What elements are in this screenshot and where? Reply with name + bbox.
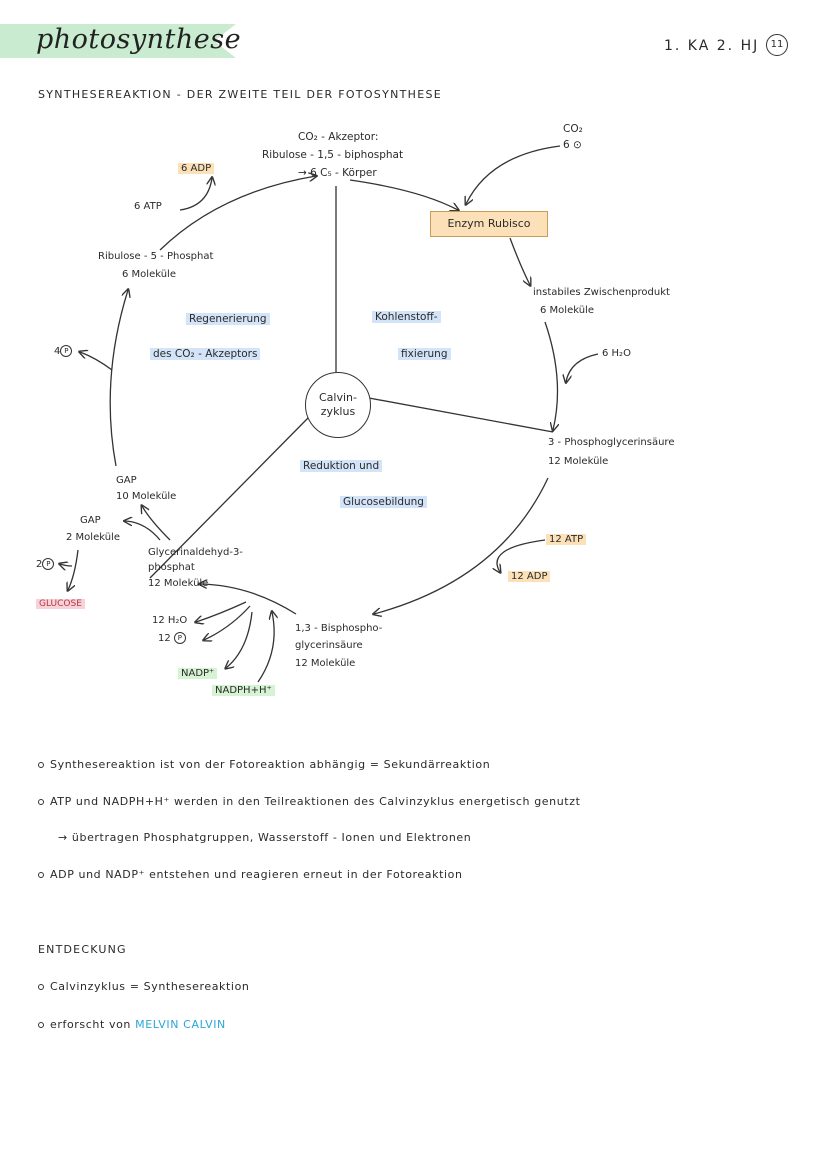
arrow-nadph	[257, 612, 274, 683]
arrow-4p	[80, 352, 113, 371]
page-title: photosynthese	[36, 24, 242, 55]
ribulose5-label: Ribulose - 5 - Phosphat	[98, 251, 214, 262]
nadp-label: NADP⁺	[178, 668, 218, 679]
melvin-calvin-name: MELVIN CALVIN	[135, 1018, 226, 1031]
h2o-output-label: 12 H₂O	[152, 615, 188, 626]
note-item: ATP und NADPH+H⁺ werden in den Teilreakt…	[38, 795, 581, 808]
gap10-count: 10 Moleküle	[116, 491, 177, 502]
p2-count: 2	[36, 559, 43, 570]
calvin-cycle-center: Calvin-zyklus	[305, 372, 371, 438]
sector-regeneration-1: Regenerierung	[186, 313, 270, 325]
arrow-3pg-bisphospho	[374, 477, 549, 614]
note-item: Synthesereaktion ist von der Fotoreaktio…	[38, 758, 490, 771]
nadph-label: NADPH+H⁺	[212, 685, 275, 696]
arrow-6atp-6adp	[179, 178, 212, 211]
gap2-count: 2 Moleküle	[66, 532, 120, 543]
co2-acceptor-label: CO₂ - Akzeptor:	[298, 131, 379, 143]
arrow-gap10-ribulose5	[109, 290, 128, 467]
arrow-p-out	[204, 605, 251, 640]
enzyme-rubisco-box: Enzym Rubisco	[430, 211, 548, 237]
unstable-intermediate-count: 6 Moleküle	[540, 305, 594, 316]
bisphosphoglycerate-label-2: glycerinsäure	[295, 640, 363, 651]
gap-full-label-1: Glycerinaldehyd-3-	[148, 547, 243, 558]
arrow-h2o-out	[196, 601, 247, 622]
arrow-acceptor-enzyme	[349, 179, 458, 210]
phosphate-icon: P	[42, 558, 55, 570]
ribulose5-count: 6 Moleküle	[122, 269, 176, 280]
phosphoglycerate-count: 12 Moleküle	[548, 456, 609, 467]
page-number: 11	[766, 34, 788, 56]
title-banner	[0, 24, 236, 58]
bisphosphoglycerate-label-1: 1,3 - Bisphospho-	[295, 623, 383, 634]
bisphosphoglycerate-count: 12 Moleküle	[295, 658, 356, 669]
arrow-co2-enzyme	[466, 145, 561, 204]
phosphate-icon: P	[60, 345, 73, 357]
divider-left	[149, 417, 309, 579]
gap10-label: GAP	[116, 475, 137, 486]
exam-label: 1. KA 2. HJ	[664, 38, 760, 54]
sector-reduction-2: Glucosebildung	[340, 496, 427, 508]
note-item: ADP und NADP⁺ entstehen und reagieren er…	[38, 868, 463, 881]
calvin-cycle-diagram	[0, 145, 599, 683]
atp-12-label: 12 ATP	[546, 534, 587, 545]
c5-body-label: → 6 C₅ - Körper	[298, 167, 377, 179]
phosphoglycerate-label: 3 - Phosphoglycerinsäure	[548, 437, 675, 448]
h2o-input-label: 6 H₂O	[602, 348, 631, 359]
gap2-label: GAP	[80, 515, 101, 526]
adp6-label: 6 ADP	[178, 163, 215, 174]
arrow-h2o-in	[566, 353, 599, 382]
arrow-enzyme-instabiles	[509, 237, 530, 285]
arrow-atp-adp	[497, 539, 546, 572]
co2-input-label: CO₂	[563, 123, 583, 135]
arrow-2p	[60, 564, 73, 566]
arrow-to-gap2	[125, 521, 161, 541]
calvin-label-2: zyklus	[320, 405, 356, 418]
gap-full-count: 12 Moleküle	[148, 578, 209, 589]
arrow-to-gap10	[142, 506, 171, 541]
discovery-heading: ENTDECKUNG	[38, 943, 127, 956]
divider-right	[368, 397, 554, 433]
sector-reduction-1: Reduktion und	[300, 460, 383, 472]
gap-full-label-2: phosphat	[148, 562, 195, 573]
note-subitem: → übertragen Phosphatgruppen, Wasserstof…	[58, 831, 472, 844]
atp6-label: 6 ATP	[134, 201, 162, 212]
p4-count: 4	[54, 346, 61, 357]
arrow-nadp	[226, 611, 253, 668]
discovery-item: Calvinzyklus = Synthesereaktion	[38, 980, 249, 993]
sector-fixation-2: fixierung	[398, 348, 451, 360]
sector-regeneration-2: des CO₂ - Akzeptors	[150, 348, 261, 360]
arrow-gap2-glucose	[68, 549, 79, 590]
discovery-item: erforscht von MELVIN CALVIN	[38, 1018, 226, 1031]
p12-count: 12	[158, 633, 171, 644]
section-subheading: SYNTHESEREAKTION - DER ZWEITE TEIL DER F…	[38, 88, 442, 101]
co2-input-count: 6 ⊙	[563, 139, 582, 151]
unstable-intermediate-label: instabiles Zwischenprodukt	[533, 287, 670, 298]
sector-fixation-1: Kohlenstoff-	[372, 311, 441, 323]
arrow-instabiles-3pg	[544, 321, 558, 430]
arrow-bisphospho-gap	[200, 584, 297, 615]
adp-12-label: 12 ADP	[508, 571, 551, 582]
ribulose-biphosphat-label: Ribulose - 1,5 - biphosphat	[262, 149, 404, 161]
arrow-ribulose5-acceptor	[159, 176, 316, 251]
glucose-label: GLUCOSE	[36, 599, 85, 609]
calvin-label-1: Calvin-	[319, 391, 357, 404]
phosphate-icon: P	[173, 632, 186, 644]
